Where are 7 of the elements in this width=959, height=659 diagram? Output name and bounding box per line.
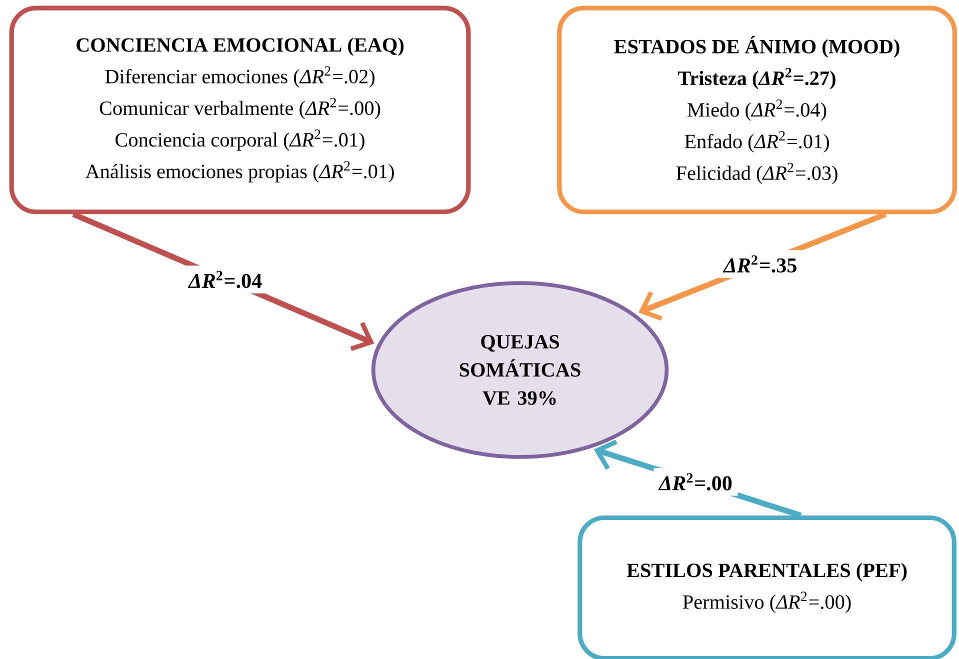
rounded-box: ESTILOS PARENTALES (PEF) Permisivo (ΔR$^{2}$=.00) <box>578 515 956 659</box>
edge-label: ΔR$^{2}$=.00 <box>654 468 738 496</box>
edge-label: ΔR$^{2}$=.04 <box>183 266 268 294</box>
rounded-box: CONCIENCIA EMOCIONAL (EAQ) Diferenciar emociones (ΔR$^{2}$=.02) Comunicar verbalmente (ΔR$^{2}$=.00) Conciencia corporal (ΔR$^{2}$=.01) Análisis emociones propias (ΔR$^{2}$=.01) <box>9 6 471 214</box>
ellipse-node: QUEJAS SOMÁTICAS VE 39% <box>371 281 669 459</box>
edge-label: ΔR$^{2}$=.35 <box>718 250 802 278</box>
rounded-box: ESTADOS DE ÁNIMO (MOOD) Tristeza (ΔR$^{2}$=.27) Miedo (ΔR$^{2}$=.04) Enfado (ΔR$^{2}$=.01) Felicidad (ΔR$^{2}$=.03) <box>557 6 957 214</box>
